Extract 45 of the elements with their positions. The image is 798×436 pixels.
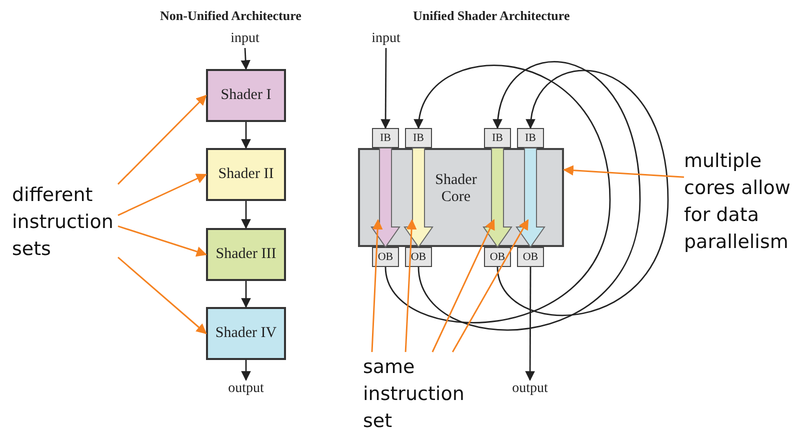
loop-arrow [418,61,641,331]
leader-line [432,219,495,352]
arrow [241,360,251,381]
annotation-text: input [220,30,270,48]
loop-arrow [384,64,611,324]
annotation-text: multiple cores allow for data parallelism [684,148,796,256]
process-box: Shader I [206,69,286,122]
flow-arrow [370,148,400,248]
buffer-box: IB [517,128,544,148]
annotation-text: output [502,380,558,398]
arrow [240,48,250,70]
arrow [241,201,251,229]
buffer-box: IB [484,128,511,148]
flow-arrow [516,148,546,248]
arrow [525,267,535,381]
process-box: Shader III [206,228,286,281]
arrow [241,122,251,149]
leader-line [452,219,529,352]
buffer-box: IB [405,128,432,148]
process-box: Shader II [206,148,286,201]
loop-arrow [496,70,669,316]
arrow [241,281,251,308]
arrow [380,48,390,129]
buffer-box: OB [372,247,399,267]
leader-line [371,218,383,352]
annotation-text: same instruction set [363,352,475,436]
buffer-box: OB [517,247,544,267]
annotation-text: different instruction sets [12,180,118,264]
leader-line [118,174,207,216]
core-label: Shader Core [434,172,478,206]
flow-arrow [404,148,434,248]
leader-line [117,94,207,185]
buffer-box: IB [372,128,399,148]
heading: Non-Unified Architecture [160,8,302,24]
heading: Unified Shader Architecture [413,8,570,24]
process-box: Shader IV [206,307,286,360]
annotation-text: output [218,380,274,398]
leader-line [404,218,417,352]
leader-line [118,256,207,334]
leader-line [118,225,207,257]
buffer-box: OB [484,247,511,267]
flow-arrow [482,148,512,248]
annotation-text: input [369,30,403,48]
leader-line [562,165,684,178]
buffer-box: OB [405,247,432,267]
